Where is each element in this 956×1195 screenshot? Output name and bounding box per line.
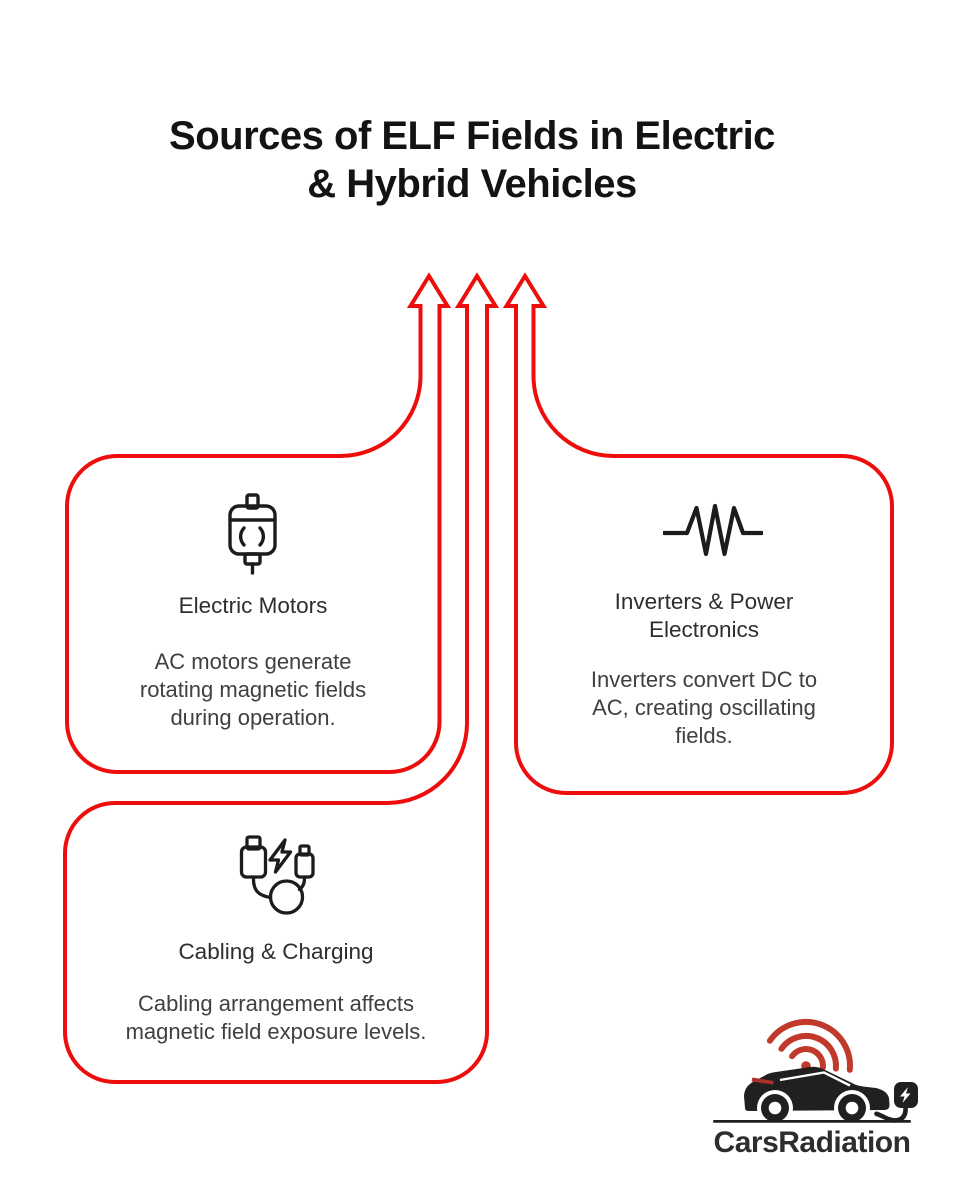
page-title-line-2: & Hybrid Vehicles [307, 162, 637, 206]
radiation-waves-icon [766, 1018, 853, 1073]
ground-line [713, 1120, 911, 1123]
card-body-cabling: Cabling arrangement affects magnetic fie… [125, 991, 427, 1044]
page-title-line-1: Sources of ELF Fields in Electric [169, 114, 775, 158]
card-body-inverters: Inverters convert DC to AC, creating osc… [590, 667, 818, 748]
plug-lightning-bolt [900, 1087, 911, 1103]
car-window-slit [779, 1071, 851, 1087]
electric-motor-icon [228, 493, 277, 575]
inverter-waveform-icon [663, 503, 763, 557]
car-taillight [751, 1077, 774, 1085]
card-heading-inverters: Inverters & Power Electronics [614, 589, 794, 642]
card-heading-cabling: Cabling & Charging [178, 939, 374, 964]
charging-cable-icon [239, 835, 315, 915]
electric-motors-box-arrow-outline [65, 272, 452, 774]
card-body-electric-motors: AC motors generate rotating magnetic fie… [139, 649, 367, 730]
brand-name: CarsRadiation [713, 1126, 911, 1159]
page-title: Sources of ELF Fields in Electric & Hybr… [0, 112, 944, 208]
car-radiation-logo [713, 1018, 918, 1126]
car-silhouette [713, 1066, 918, 1126]
card-heading-electric-motors: Electric Motors [178, 593, 328, 618]
charging-cable [874, 1104, 908, 1123]
inverters-box-arrow-outline [502, 272, 894, 795]
cabling-box-arrow-outline [63, 272, 500, 1084]
